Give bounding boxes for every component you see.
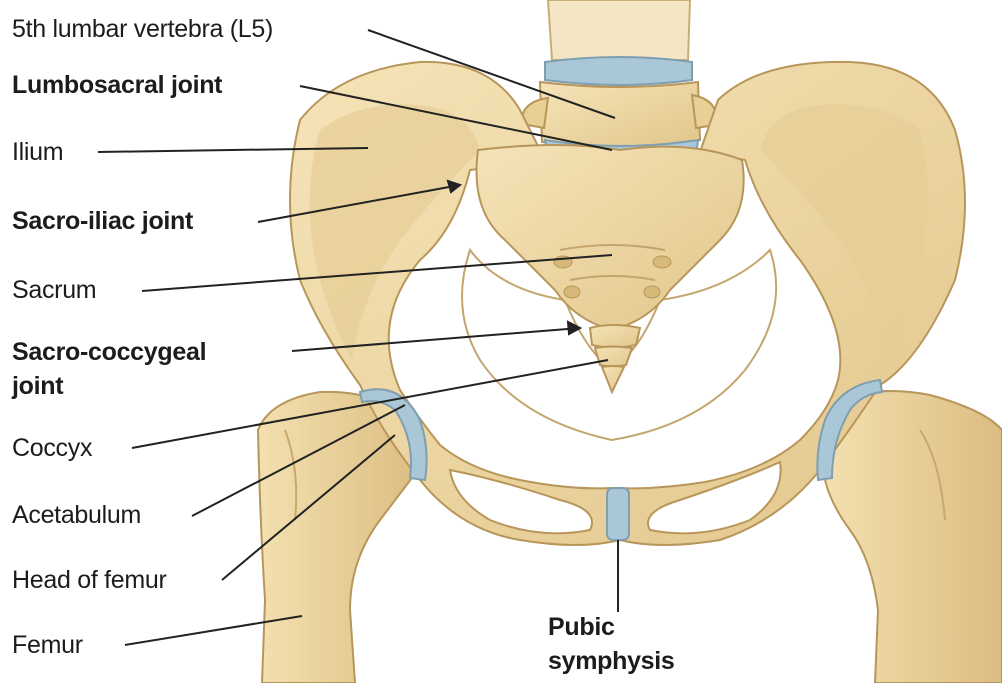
l5-vertebra (522, 0, 717, 147)
pubic-symphysis-disc (607, 488, 629, 540)
label-sacroiliac-joint: Sacro-iliac joint (12, 206, 193, 236)
label-sacrum: Sacrum (12, 275, 96, 305)
label-ilium: Ilium (12, 137, 63, 167)
label-femur: Femur (12, 630, 83, 660)
label-pubic-line2: symphysis (548, 646, 675, 676)
label-sacrococcygeal-line1: Sacro-coccygeal (12, 337, 206, 367)
label-lumbosacral-joint: Lumbosacral joint (12, 70, 222, 100)
label-pubic-line1: Pubic (548, 612, 615, 642)
label-acetabulum: Acetabulum (12, 500, 141, 530)
label-coccyx: Coccyx (12, 433, 92, 463)
label-head-of-femur: Head of femur (12, 565, 167, 595)
label-sacrococcygeal-line2: joint (12, 371, 63, 401)
label-l5-vertebra: 5th lumbar vertebra (L5) (12, 14, 273, 44)
left-femur (822, 391, 1002, 683)
